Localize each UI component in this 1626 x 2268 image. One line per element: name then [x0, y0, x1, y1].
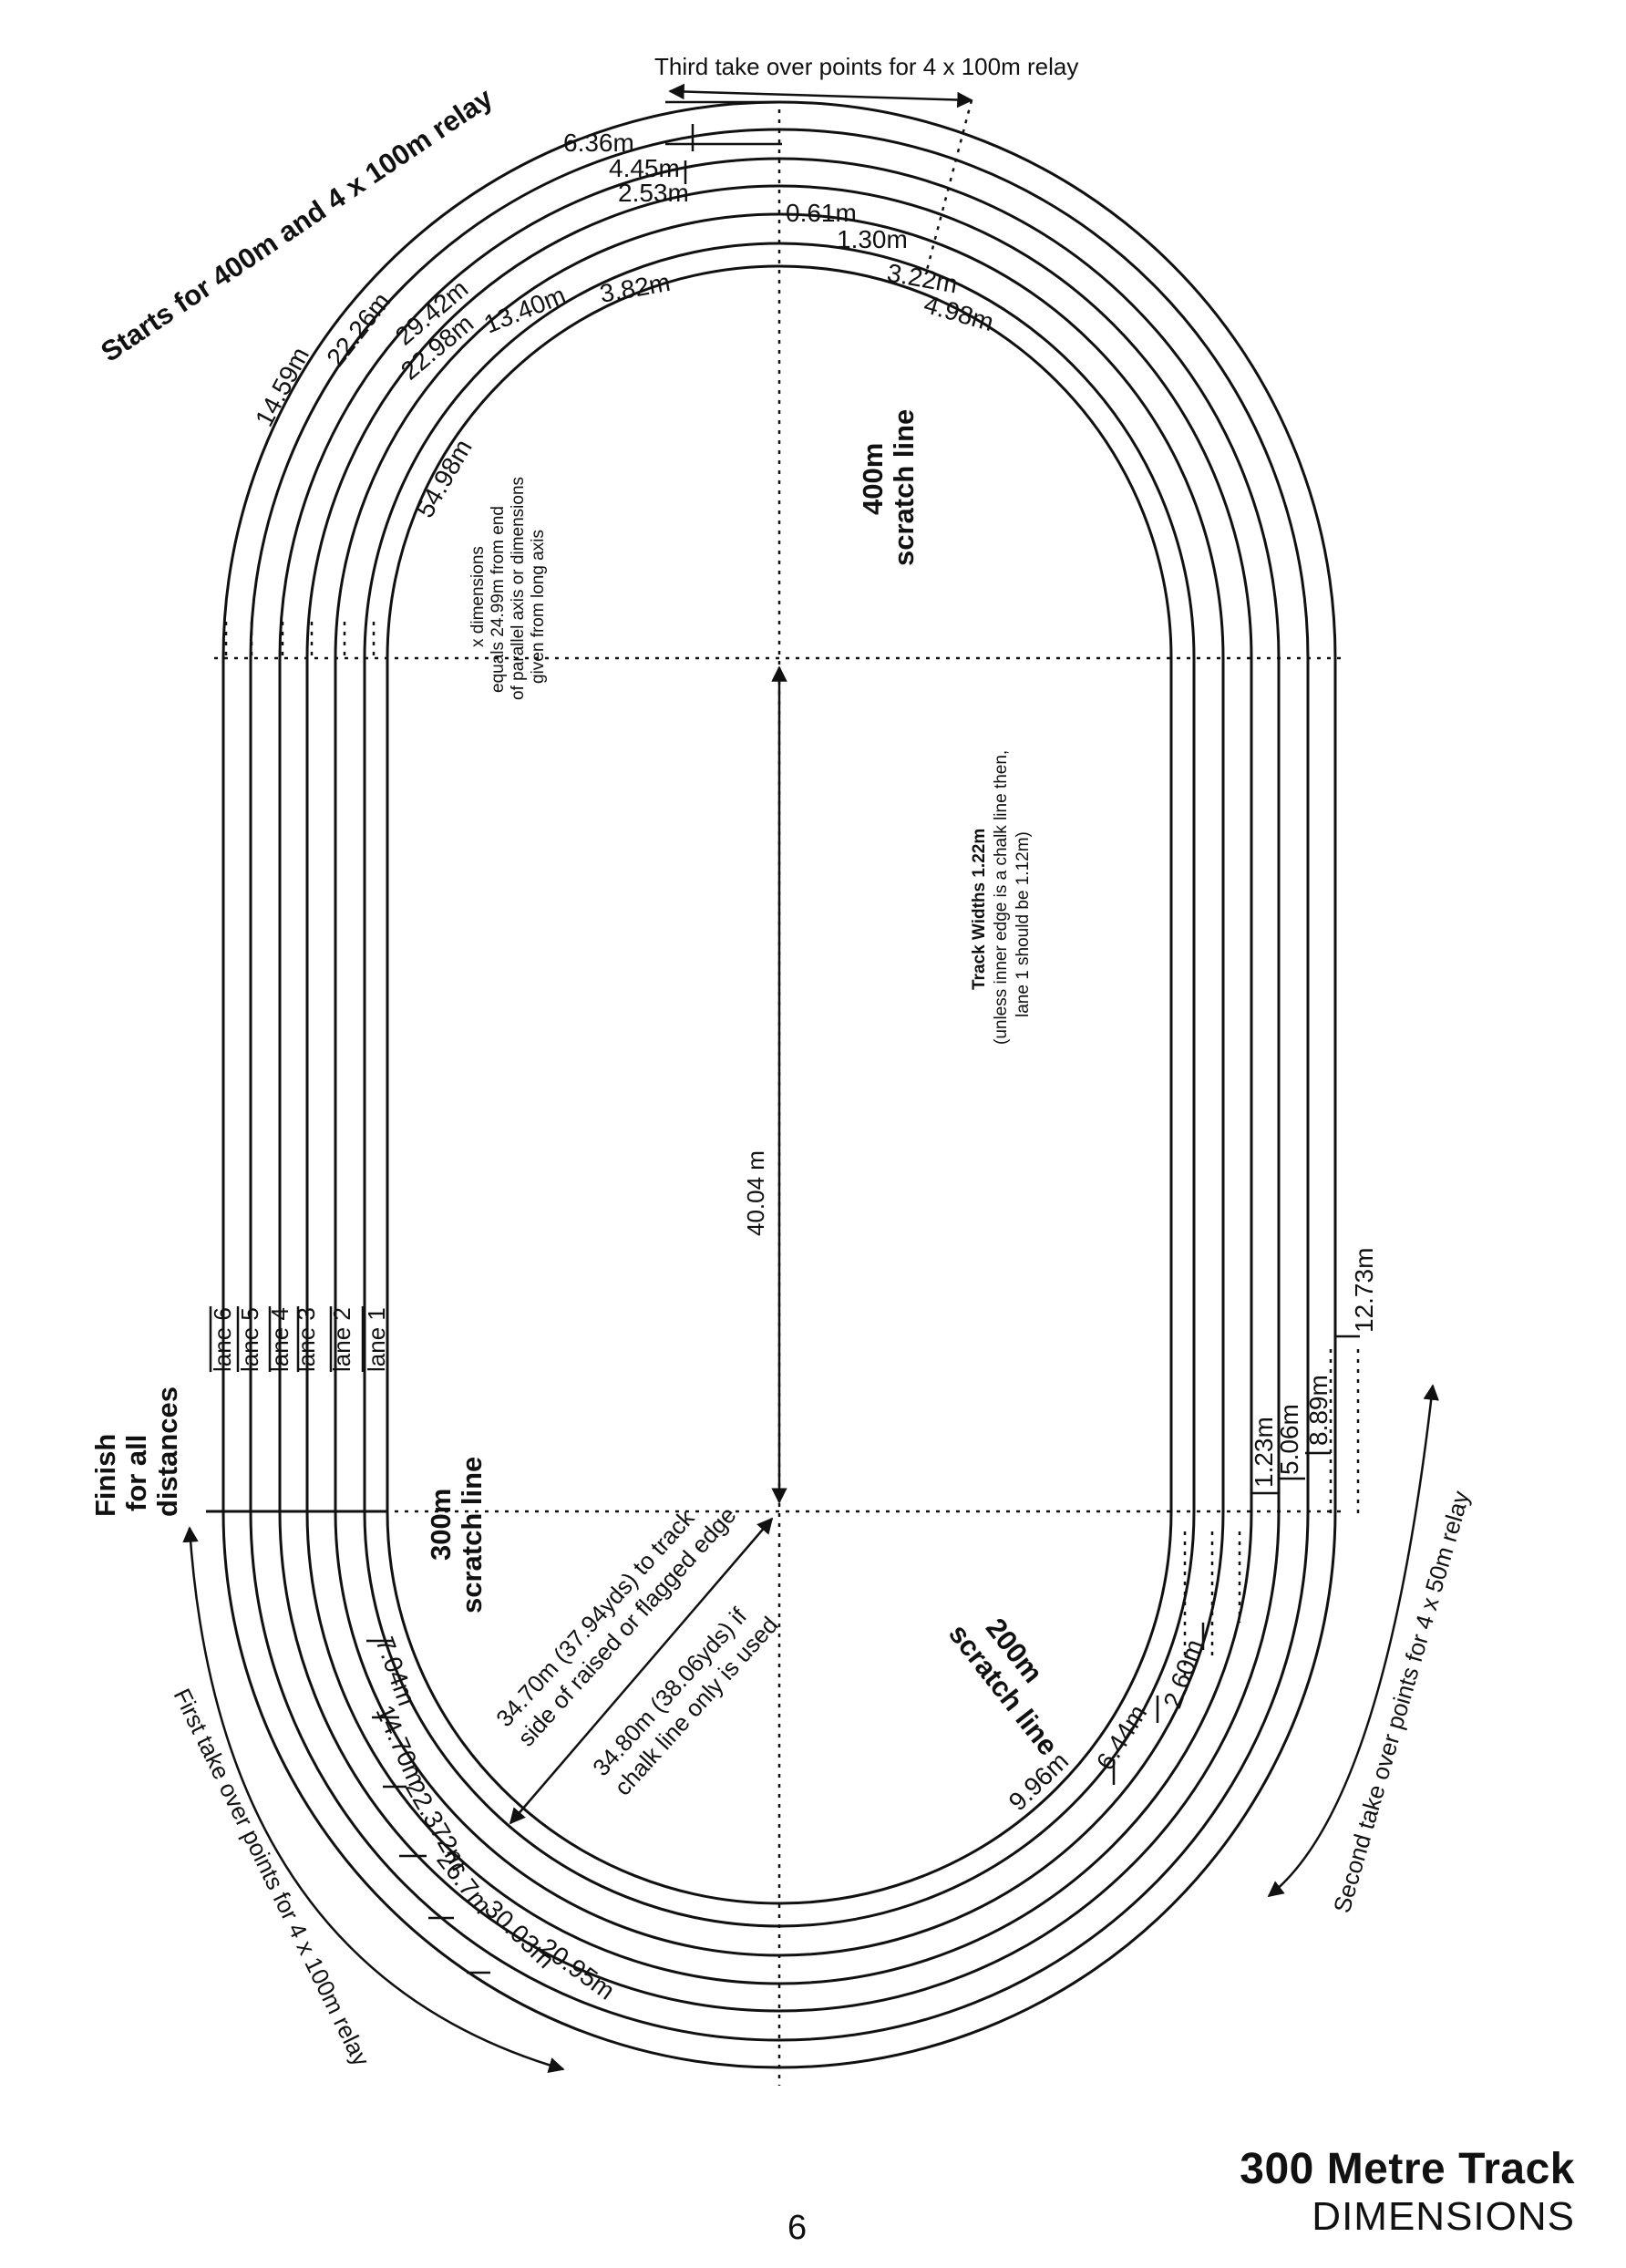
dim-start-400: 3.82m — [598, 268, 673, 308]
svg-text:lane 1 should be 1.12m): lane 1 should be 1.12m) — [1014, 831, 1033, 1017]
third-takeover-arrow — [668, 83, 973, 108]
svg-text:distances: distances — [151, 1387, 183, 1517]
scratch-300-label: 300m scratch line — [425, 1457, 488, 1613]
lane-label-3: lane 3 — [293, 1307, 320, 1372]
dim-start-400: 14.59m — [250, 343, 314, 431]
dim-top-stagger: 6.36m — [563, 129, 634, 157]
first-takeover-label: First take over points for 4 x 100m rela… — [169, 1684, 376, 2070]
scratch-400-label: 400m scratch line — [857, 409, 920, 566]
svg-text:given from long axis: given from long axis — [529, 530, 548, 684]
svg-text:(unless inner edge is a chalk: (unless inner edge is a chalk line then, — [992, 750, 1011, 1045]
lane-labels: lane 1 lane 2 lane 3 lane 4 lane 5 lane … — [209, 1306, 390, 1372]
svg-text:scratch line: scratch line — [888, 409, 920, 566]
second-takeover-label: Second take over points for 4 x 50m rela… — [1328, 1488, 1475, 1915]
dim-top-stagger: 1.30m — [837, 225, 908, 253]
svg-text:of parallel axis or dimensions: of parallel axis or dimensions — [509, 477, 528, 700]
top-stagger-group: 6.36m 4.45m 2.53m 0.61m 1.30m 3.22m 4.98… — [563, 100, 997, 336]
svg-text:300m: 300m — [425, 1489, 457, 1561]
dim-top-stagger: 3.22m — [885, 258, 960, 298]
track-inner-edge — [386, 264, 1173, 1905]
second-takeover-arrow — [1267, 1384, 1439, 1898]
finish-label: Finish for all distances — [89, 1387, 183, 1517]
svg-text:for all: for all — [120, 1435, 152, 1511]
svg-text:Finish: Finish — [89, 1434, 121, 1517]
dim-top-stagger: 2.53m — [618, 179, 689, 207]
scratch-200-label: 200m scratch line — [942, 1613, 1065, 1762]
first-takeover-arrow — [182, 1526, 565, 2073]
page-title-main: 300 Metre Track — [1240, 2145, 1575, 2193]
svg-text:Track Widths 1.22m: Track Widths 1.22m — [970, 829, 989, 990]
dim-scratch-200: 2.60m — [1158, 1635, 1209, 1712]
starts-400-group: 3.82m 13.40m 22.98m 29.42m 22.26m 14.59m… — [250, 268, 673, 522]
dotted-guides — [182, 83, 1439, 2086]
lane-label-1: lane 1 — [363, 1307, 390, 1372]
dim-first-takeover: 7.04m — [370, 1633, 421, 1709]
page-title-sub: DIMENSIONS — [1312, 2194, 1575, 2239]
dim-first-takeover: 20.95m — [534, 1933, 620, 2005]
lane-label-6: lane 6 — [209, 1307, 236, 1372]
x-dimensions-note: x dimensions equals 24.99m from end of p… — [468, 477, 548, 700]
page-title: 300 Metre Track DIMENSIONS — [1240, 2148, 1575, 2237]
lane-line — [363, 242, 1196, 1928]
dim-second-takeover: 8.89m — [1304, 1375, 1333, 1446]
lane-label-5: lane 5 — [236, 1307, 263, 1372]
dim-second-takeover: 12.73m — [1350, 1248, 1378, 1333]
dim-top-stagger: 4.45m — [609, 154, 680, 182]
page-number: 6 — [787, 2209, 808, 2247]
svg-text:400m: 400m — [857, 443, 889, 515]
svg-text:scratch line: scratch line — [456, 1457, 488, 1613]
dim-top-stagger: 0.61m — [786, 199, 857, 227]
svg-text:x dimensions: x dimensions — [468, 546, 488, 647]
track-widths-note: Track Widths 1.22m (unless inner edge is… — [970, 750, 1033, 1045]
lane-label-2: lane 2 — [328, 1307, 355, 1372]
second-takeover-dims: 1.23m 5.06m 8.89m 12.73m — [1250, 1248, 1378, 1495]
dim-second-takeover: 5.06m — [1275, 1404, 1303, 1475]
svg-text:equals 24.99m from end: equals 24.99m from end — [489, 506, 508, 693]
straight-length-label: 40.04 m — [742, 1150, 769, 1236]
third-takeover-label: Third take over points for 4 x 100m rela… — [654, 53, 1078, 80]
svg-text:chalk line only is used: chalk line only is used — [609, 1611, 784, 1800]
dim-second-takeover: 1.23m — [1250, 1417, 1278, 1488]
